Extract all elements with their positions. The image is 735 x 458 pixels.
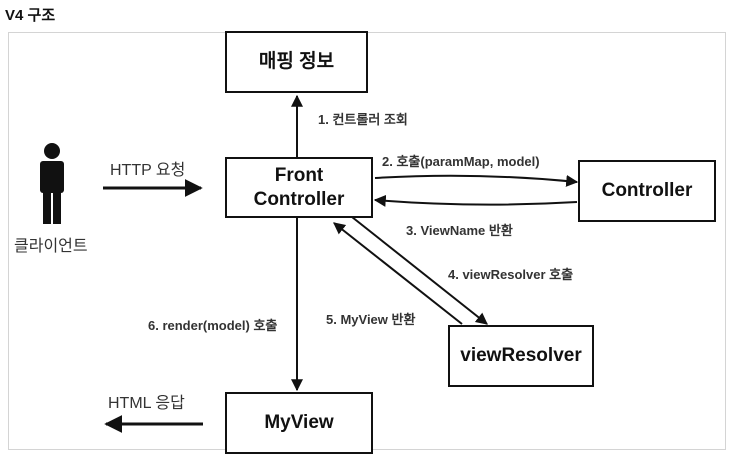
diagram-title: V4 구조 (5, 7, 56, 24)
arrow-call (374, 174, 579, 187)
http-request-label: HTTP 요청 (110, 162, 186, 179)
client-label: 클라이언트 (14, 238, 88, 255)
myview-node: MyView (225, 392, 373, 454)
edge-label-lookup: 1. 컨트롤러 조회 (318, 112, 408, 127)
arrow-myview-return (333, 222, 463, 325)
arrow-viewname (373, 194, 578, 207)
html-response-label: HTML 응답 (108, 395, 185, 412)
edge-label-call: 2. 호출(paramMap, model) (382, 154, 540, 169)
arrow-resolve (351, 216, 488, 325)
edge-label-myview-return: 5. MyView 반환 (326, 312, 416, 327)
edge-label-viewname: 3. ViewName 반환 (406, 223, 513, 238)
controller-node: Controller (578, 160, 716, 222)
mapping-info-node: 매핑 정보 (225, 31, 368, 93)
edge-label-render: 6. render(model) 호출 (148, 318, 278, 333)
diagram-frame (8, 32, 726, 450)
front-controller-node: Front Controller (225, 157, 373, 218)
view-resolver-node: viewResolver (448, 325, 594, 387)
client-person-icon (40, 143, 64, 224)
edge-label-resolve: 4. viewResolver 호출 (448, 267, 574, 282)
